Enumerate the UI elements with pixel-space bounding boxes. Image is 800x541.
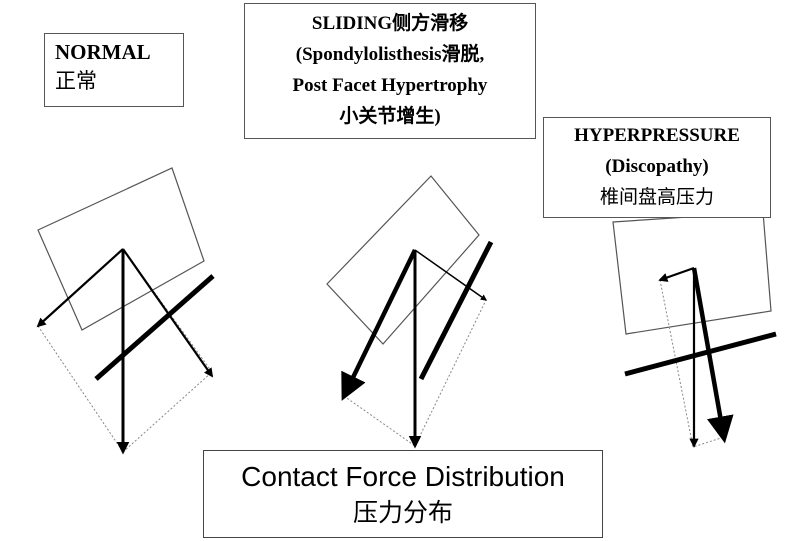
hyper-force-left [658,266,695,282]
normal-force-right [122,248,214,378]
normal-vertebra-rect [37,167,205,331]
sliding-force-left [341,249,418,401]
sliding-label-box: SLIDING侧方滑移 (Spondylolisthesis滑脱, Post F… [244,3,536,139]
hyper-vertebra-rect [612,211,772,335]
sliding-line-3: Post Facet Hypertrophy [292,75,488,96]
sliding-vertebra-rect [326,175,480,345]
hyperpressure-group [612,211,777,448]
normal-label-box: NORMAL 正常 [44,33,184,107]
sliding-joint-line [418,240,494,381]
contact-force-title: Contact Force Distribution [241,461,565,492]
contact-force-subtitle: 压力分布 [352,498,453,527]
sliding-group [326,175,494,449]
normal-group [36,167,215,455]
normal-force-left [36,248,124,328]
sliding-line-4: 小关节增生) [339,106,441,127]
sliding-line-2: (Spondylolisthesis滑脱, [295,44,485,65]
normal-subtitle: 正常 [55,69,97,93]
hyper-line-2: (Discopathy) [605,156,709,177]
hyper-line-1: HYPERPRESSURE [574,125,740,146]
hyper-joint-line [624,331,777,377]
normal-joint-line [94,274,215,381]
hyper-line-3: 椎间盘高压力 [599,186,714,208]
normal-title: NORMAL [55,40,151,64]
sliding-line-1: SLIDING侧方滑移 [311,13,469,34]
contact-force-label-box: Contact Force Distribution 压力分布 [203,450,603,538]
sliding-force-right [414,249,488,301]
hyperpressure-label-box: HYPERPRESSURE (Discopathy) 椎间盘高压力 [543,117,771,218]
